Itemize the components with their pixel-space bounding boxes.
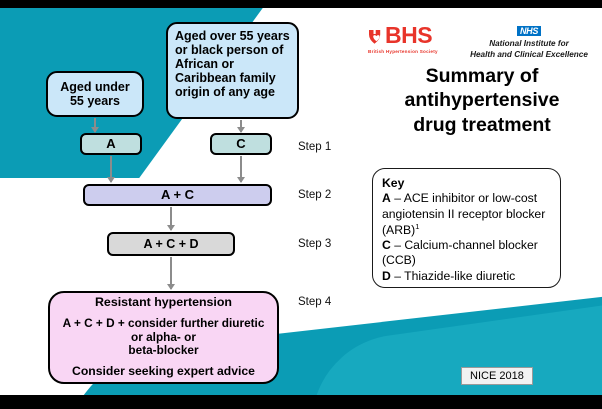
key-item-d: D – Thiazide-like diuretic <box>382 269 551 284</box>
node-a-plus-c-plus-d-label: A + C + D <box>143 237 199 251</box>
letterbox-top <box>0 0 602 8</box>
key-item-a-letter: A <box>382 191 391 206</box>
resistant-line-2: A + C + D + consider further diuretic <box>62 316 265 331</box>
node-aged-over-55: Aged over 55 years or black person of Af… <box>166 22 299 119</box>
node-a-plus-c-label: A + C <box>160 186 195 202</box>
page-title-line-1: Summary of <box>425 65 539 87</box>
step-label-1: Step 1 <box>298 141 332 153</box>
bhs-logo: BHS British Hypertension Society <box>368 22 438 55</box>
key-item-c-text: Calcium-channel blocker (CCB) <box>382 238 538 268</box>
arrow-over55-to-c <box>237 120 244 133</box>
arrow-ac-to-acd <box>167 207 174 231</box>
resistant-line-5: Consider seeking expert advice <box>72 363 255 378</box>
nice-logo-line-1: National Institute for <box>489 39 569 48</box>
node-aged-over-55-label: Aged over 55 years or black person of Af… <box>175 29 290 99</box>
resistant-line-4: beta-blocker <box>128 342 199 357</box>
arrow-acd-to-resistant <box>167 257 174 290</box>
slide-canvas: Aged under 55 years Aged over 55 years o… <box>0 8 602 395</box>
key-heading: Key <box>382 176 405 190</box>
arrow-a-to-ac <box>107 156 114 183</box>
node-resistant-hypertension: Resistant hypertension A + C + D + consi… <box>48 291 279 384</box>
step-label-4: Step 4 <box>298 296 332 308</box>
key-item-a-text: ACE inhibitor or low-cost angiotensin II… <box>382 191 546 237</box>
nice-logo-line-2: Health and Clinical Excellence <box>470 49 588 59</box>
resistant-line-1: Resistant hypertension <box>94 295 233 310</box>
key-item-c-letter: C <box>382 238 391 253</box>
nhs-badge: NHS <box>516 26 542 36</box>
key-item-c-dash: – <box>390 238 405 253</box>
key-item-a-dash: – <box>390 191 404 206</box>
arrow-under55-to-a <box>91 118 98 133</box>
node-a: A <box>80 133 142 155</box>
key-item-a: A – ACE inhibitor or low-cost angiotensi… <box>382 191 551 238</box>
key-panel: Key A – ACE inhibitor or low-cost angiot… <box>372 168 561 288</box>
node-c-label: C <box>236 135 246 151</box>
node-a-plus-c-plus-d: A + C + D <box>107 232 235 256</box>
bhs-wordmark: BHS <box>385 22 433 48</box>
node-a-label: A <box>106 135 116 151</box>
arrow-c-to-ac <box>237 156 244 183</box>
resistant-line-3: or alpha- or <box>131 329 196 344</box>
page-title-line-2: antihypertensive <box>404 89 560 112</box>
key-item-d-letter: D <box>382 268 391 283</box>
source-citation: NICE 2018 <box>461 367 533 385</box>
key-item-a-footnote: 1 <box>415 221 420 231</box>
node-c: C <box>210 133 272 155</box>
bhs-subtitle: British Hypertension Society <box>368 49 438 54</box>
node-a-plus-c: A + C <box>83 184 272 206</box>
step-label-3: Step 3 <box>298 238 332 250</box>
key-item-c: C – Calcium-channel blocker (CCB) <box>382 238 551 269</box>
letterbox-bottom <box>0 395 602 409</box>
nice-logo: NHS National Institute for Health and Cl… <box>466 21 592 60</box>
key-item-d-dash: – <box>390 268 405 283</box>
node-aged-under-55-label: Aged under 55 years <box>60 80 130 108</box>
node-aged-under-55: Aged under 55 years <box>46 71 144 117</box>
page-title: Summary of antihypertensive drug treatme… <box>368 64 596 137</box>
bhs-heart-icon <box>369 29 381 44</box>
key-item-d-text: Thiazide-like diuretic <box>404 268 516 283</box>
step-label-2: Step 2 <box>298 189 332 201</box>
page-title-line-3: drug treatment <box>413 113 551 136</box>
